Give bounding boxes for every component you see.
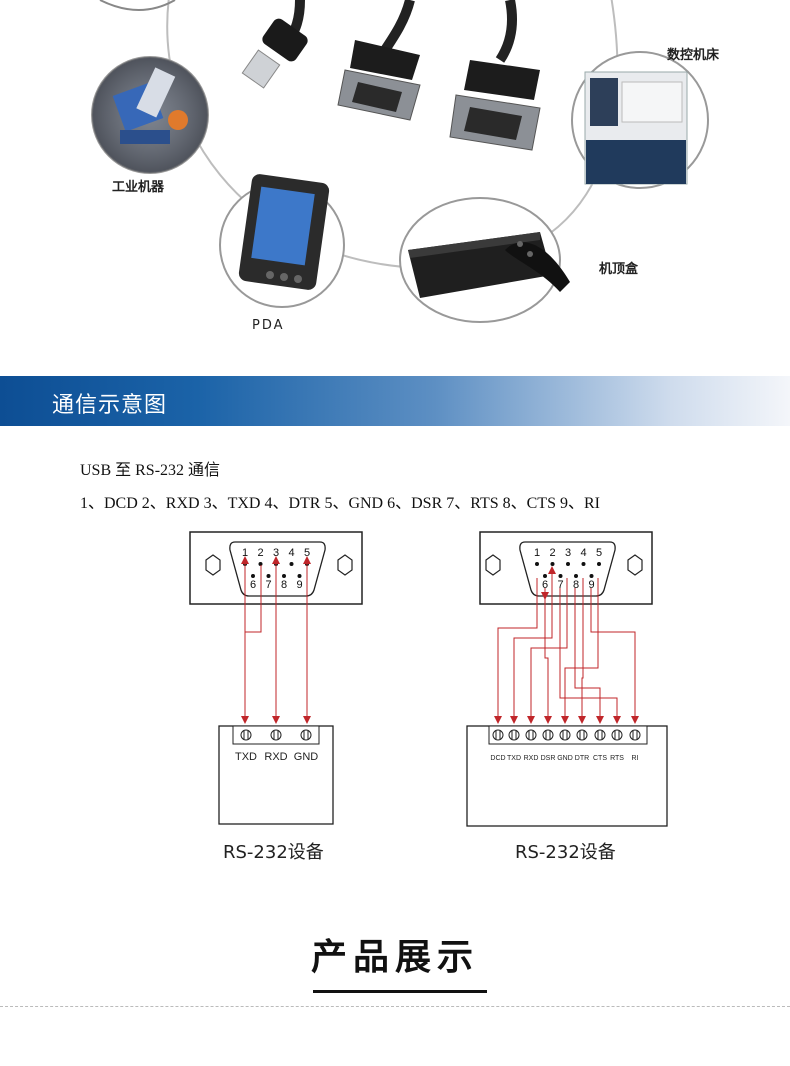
right-terminal-label-dtr: DTR bbox=[575, 755, 589, 762]
db9-connector-image-1 bbox=[337, 0, 421, 121]
partial-circle-top bbox=[99, 0, 176, 11]
left-pin-6 bbox=[251, 574, 255, 578]
right-terminal-screw-dsr bbox=[542, 729, 554, 741]
left-terminal-screw-gnd bbox=[300, 729, 312, 741]
dashed-divider bbox=[0, 1006, 790, 1007]
left-terminal-label-rxd: RXD bbox=[264, 751, 287, 763]
products-title-underline bbox=[313, 990, 487, 993]
left-pin-label-4: 4 bbox=[288, 547, 294, 559]
right-pin-9 bbox=[589, 574, 594, 578]
right-terminal-label-rxd: RXD bbox=[524, 755, 539, 762]
label-pda: PDA bbox=[252, 318, 285, 333]
right-terminal-label-gnd: GND bbox=[557, 755, 573, 762]
right-terminal-screw-dtr bbox=[576, 729, 588, 741]
right-terminal-screw-gnd bbox=[559, 729, 571, 741]
cnc-machine-image bbox=[571, 51, 709, 189]
right-pin-label-5: 5 bbox=[596, 547, 602, 559]
right-pin-label-3: 3 bbox=[565, 547, 571, 559]
left-terminal-label-gnd: GND bbox=[294, 751, 319, 763]
right-terminal-screw-rxd bbox=[525, 729, 537, 741]
right-terminal-label-dsr: DSR bbox=[541, 755, 556, 762]
left-device-caption: RS-232设备 bbox=[223, 842, 324, 863]
left-pin-4 bbox=[289, 562, 294, 566]
left-terminal-label-txd: TXD bbox=[235, 751, 257, 763]
usb-plug-image bbox=[241, 0, 308, 89]
right-terminal-label-dcd: DCD bbox=[490, 755, 505, 762]
right-pin-label-1: 1 bbox=[534, 547, 540, 559]
usb-rs232-heading: USB 至 RS-232 通信 bbox=[80, 462, 221, 479]
right-pin-5 bbox=[597, 562, 601, 566]
pin-definition-text: 1、DCD 2、RXD 3、TXD 4、DTR 5、GND 6、DSR 7、RT… bbox=[80, 495, 600, 512]
right-pin-6 bbox=[543, 574, 547, 578]
left-hex-screw-right bbox=[337, 554, 353, 576]
section-header-bar: 通信示意图 bbox=[0, 376, 790, 426]
right-pin-label-9: 9 bbox=[588, 579, 594, 591]
products-title: 产品展示 bbox=[310, 937, 479, 978]
left-terminal-screw-rxd bbox=[270, 729, 282, 741]
right-pin-4 bbox=[581, 562, 586, 566]
left-pin-7 bbox=[266, 574, 271, 578]
right-terminal-screw-dcd bbox=[492, 729, 504, 741]
left-pin-label-1: 1 bbox=[242, 547, 248, 559]
left-pin-label-7: 7 bbox=[265, 579, 271, 591]
left-wires bbox=[241, 556, 311, 724]
db9-connector-image-2 bbox=[449, 0, 541, 151]
right-wires bbox=[494, 566, 639, 724]
right-terminal-label-ri: RI bbox=[632, 755, 639, 762]
right-terminal-label-rts: RTS bbox=[610, 755, 624, 762]
right-pin-3 bbox=[566, 562, 570, 566]
left-pin-label-9: 9 bbox=[296, 579, 302, 591]
left-rs232-device: TXD RXD GND bbox=[218, 725, 334, 825]
right-terminal-screw-rts bbox=[611, 729, 623, 741]
right-terminal-label-txd: TXD bbox=[507, 755, 521, 762]
left-hex-screw-left bbox=[205, 554, 221, 576]
left-pin-label-5: 5 bbox=[304, 547, 310, 559]
left-pin-label-2: 2 bbox=[257, 547, 263, 559]
left-pin-label-3: 3 bbox=[273, 547, 279, 559]
applications-illustration bbox=[91, 0, 709, 323]
right-hex-screw-left bbox=[485, 554, 501, 576]
right-pin-7 bbox=[558, 574, 563, 578]
right-terminal-screw-cts bbox=[594, 729, 606, 741]
right-pin-label-6: 6 bbox=[542, 579, 548, 591]
left-pin-label-6: 6 bbox=[250, 579, 256, 591]
right-pin-2 bbox=[550, 562, 555, 566]
right-pin-label-8: 8 bbox=[573, 579, 579, 591]
label-cnc-machine: 数控机床 bbox=[667, 48, 720, 63]
left-terminal-screw-txd bbox=[240, 729, 252, 741]
set-top-box-image bbox=[399, 197, 570, 323]
right-pin-1 bbox=[535, 562, 539, 566]
right-device-caption: RS-232设备 bbox=[515, 842, 616, 863]
left-pin-label-8: 8 bbox=[281, 579, 287, 591]
right-terminal-label-cts: CTS bbox=[593, 755, 607, 762]
right-pin-label-2: 2 bbox=[549, 547, 555, 559]
right-pin-8 bbox=[574, 574, 578, 578]
right-terminal-screw-ri bbox=[629, 729, 641, 741]
right-pin-label-7: 7 bbox=[557, 579, 563, 591]
left-pin-8 bbox=[282, 574, 286, 578]
right-pin-label-4: 4 bbox=[580, 547, 586, 559]
pda-image bbox=[219, 174, 345, 308]
label-industrial-robot: 工业机器 bbox=[112, 180, 165, 195]
section-title: 通信示意图 bbox=[52, 393, 168, 418]
left-pin-9 bbox=[297, 574, 302, 578]
right-hex-screw-right bbox=[627, 554, 643, 576]
applications-section: 工业机器 数控机床 PDA 机顶盒 bbox=[0, 0, 790, 360]
label-set-top-box: 机顶盒 bbox=[599, 262, 639, 277]
industrial-robot-image bbox=[91, 56, 209, 174]
right-terminal-screw-txd bbox=[508, 729, 520, 741]
